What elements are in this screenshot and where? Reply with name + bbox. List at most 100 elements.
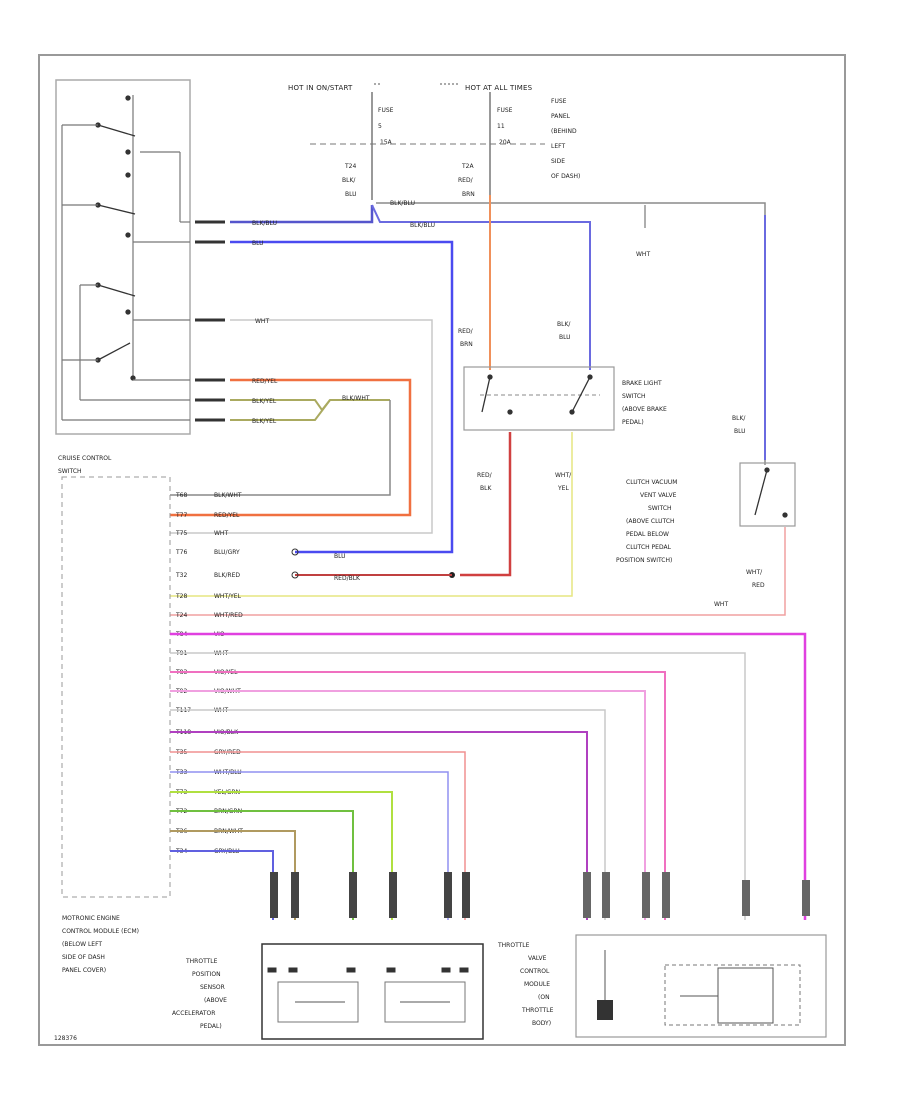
wire-label-blk-blu-3: BLK/BLU: [410, 222, 435, 229]
wire-blk-yel-b: [230, 399, 331, 421]
svg-text:(ABOVE BRAKE: (ABOVE BRAKE: [622, 406, 667, 413]
svg-text:PANEL COVER): PANEL COVER): [62, 967, 106, 974]
svg-text:SIDE OF DASH: SIDE OF DASH: [62, 954, 105, 961]
svg-text:THROTTLE: THROTTLE: [497, 942, 530, 949]
red-blk-label: RED/ BLK: [477, 472, 493, 492]
svg-text:BODY): BODY): [532, 1020, 551, 1027]
svg-text:BLU: BLU: [345, 191, 357, 198]
svg-text:(ABOVE: (ABOVE: [204, 997, 227, 1004]
ecm-wire-label: BLK/RED: [214, 572, 240, 579]
right-wht-label: WHT: [636, 251, 650, 258]
ecm-wire-label: WHT: [214, 530, 228, 537]
svg-text:MOTRONIC ENGINE: MOTRONIC ENGINE: [62, 915, 120, 922]
hot-all-label: HOT AT ALL TIMES: [465, 84, 533, 92]
wire-vio-wht: [170, 690, 646, 920]
wire-label-red-yel: RED/YEL: [252, 378, 278, 385]
svg-text:PANEL: PANEL: [551, 113, 571, 120]
throttle-position-sensor: [261, 943, 484, 1040]
svg-text:BLK: BLK: [480, 485, 492, 492]
svg-text:PEDAL): PEDAL): [622, 419, 644, 426]
fuse-b-num: 11: [497, 123, 505, 130]
red-brn-label: RED/ BRN: [458, 328, 474, 348]
wire-vio-blk: [170, 731, 588, 920]
wire-label-blk-yel-a: BLK/YEL: [252, 398, 277, 405]
blk-blu-clutch-label: BLK/ BLU: [732, 415, 746, 435]
wire-label-wht: WHT: [255, 318, 269, 325]
wire-wht-yel: [170, 432, 573, 597]
wire-wht: [170, 319, 433, 534]
svg-text:MODULE: MODULE: [524, 981, 550, 988]
blk-blu-brake-label: BLK/ BLU: [557, 321, 571, 341]
ecm-wire-label: RED/YEL: [214, 512, 240, 519]
wire-red-blk: [460, 432, 512, 577]
svg-text:SWITCH: SWITCH: [648, 505, 672, 512]
wire-label-blk-blu-2: BLK/BLU: [390, 200, 415, 207]
fuse-b-label: FUSE: [497, 107, 513, 114]
svg-text:YEL: YEL: [557, 485, 569, 492]
svg-text:(BELOW LEFT: (BELOW LEFT: [62, 941, 102, 948]
svg-text:CLUTCH PEDAL: CLUTCH PEDAL: [626, 544, 672, 551]
wire-label-blk-yel-b: BLK/YEL: [252, 418, 277, 425]
svg-text:THROTTLE: THROTTLE: [521, 1007, 554, 1014]
wire-blk-blu-brake: [371, 204, 591, 370]
svg-text:WHT/: WHT/: [746, 569, 763, 576]
red-blk-connector-label: RED/BLK: [334, 575, 361, 582]
ecm-pin-t28: T28: [175, 593, 187, 600]
svg-text:CONTROL: CONTROL: [520, 968, 550, 975]
svg-text:CONTROL MODULE (ECM): CONTROL MODULE (ECM): [62, 928, 139, 935]
wire-vio-yel: [170, 671, 666, 920]
ecm-wire-label: BLU/GRY: [214, 549, 240, 556]
wire-brn-grn: [170, 810, 354, 920]
fuse-a-num: 5: [378, 123, 382, 130]
svg-text:BLK/: BLK/: [557, 321, 571, 328]
wire-wht-t91: [170, 652, 746, 920]
svg-text:RED: RED: [752, 582, 765, 589]
svg-text:BLU: BLU: [559, 334, 571, 341]
svg-text:RED/: RED/: [458, 328, 474, 335]
svg-text:RED/: RED/: [477, 472, 493, 479]
wire-wht-red: [170, 527, 786, 616]
svg-text:BRN: BRN: [462, 191, 475, 198]
svg-text:SWITCH: SWITCH: [622, 393, 646, 400]
wire-blu: [230, 240, 454, 554]
ecm-pin-t75: T75: [175, 530, 187, 537]
svg-text:PEDAL): PEDAL): [200, 1023, 222, 1030]
wire-label-blk-wht: BLK/WHT: [342, 395, 370, 402]
ecm-wire-label: WHT/RED: [214, 612, 243, 619]
svg-text:BLU: BLU: [734, 428, 746, 435]
ecm-wire-label: BLK/WHT: [214, 492, 242, 499]
clutch-vacuum-switch: [739, 462, 796, 527]
svg-text:THROTTLE: THROTTLE: [185, 958, 218, 965]
ecm-pin-t76: T76: [175, 549, 187, 556]
throttle-valve-control-module: [575, 934, 827, 1038]
svg-text:FUSE: FUSE: [551, 98, 567, 105]
wire-label-blk-blu-1: BLK/BLU: [252, 220, 277, 227]
svg-text:SWITCH: SWITCH: [58, 468, 82, 475]
ecm-wire-label: WHT/YEL: [214, 593, 242, 600]
svg-text:POSITION: POSITION: [192, 971, 221, 978]
svg-text:VALVE: VALVE: [528, 955, 547, 962]
svg-text:BRAKE LIGHT: BRAKE LIGHT: [622, 380, 662, 387]
wire-label-blu: BLU: [252, 240, 264, 247]
wire-wht-blu: [170, 771, 449, 920]
fuse-b-output-label: T2A RED/ BRN: [458, 163, 475, 198]
fuse-b-amp: 20A: [499, 139, 512, 146]
ecm-pin-t24: T24: [175, 612, 187, 619]
cruise-switch-label: CRUISE CONTROL SWITCH: [58, 455, 112, 475]
fuse-a-amp: 15A: [380, 139, 393, 146]
wire-wht-t117: [170, 709, 606, 920]
svg-text:(ON: (ON: [538, 994, 550, 1001]
svg-text:LEFT: LEFT: [551, 143, 565, 150]
wire-vio: [170, 632, 807, 920]
svg-text:PEDAL BELOW: PEDAL BELOW: [626, 531, 669, 538]
svg-text:BRN: BRN: [460, 341, 473, 348]
svg-text:RED/: RED/: [458, 177, 474, 184]
cruise-control-switch: [55, 79, 191, 435]
brake-light-switch: [463, 366, 615, 431]
svg-text:CLUTCH VACUUM: CLUTCH VACUUM: [626, 479, 677, 486]
svg-text:T24: T24: [344, 163, 356, 170]
svg-text:BLK/: BLK/: [342, 177, 356, 184]
svg-text:OF DASH): OF DASH): [551, 173, 580, 180]
